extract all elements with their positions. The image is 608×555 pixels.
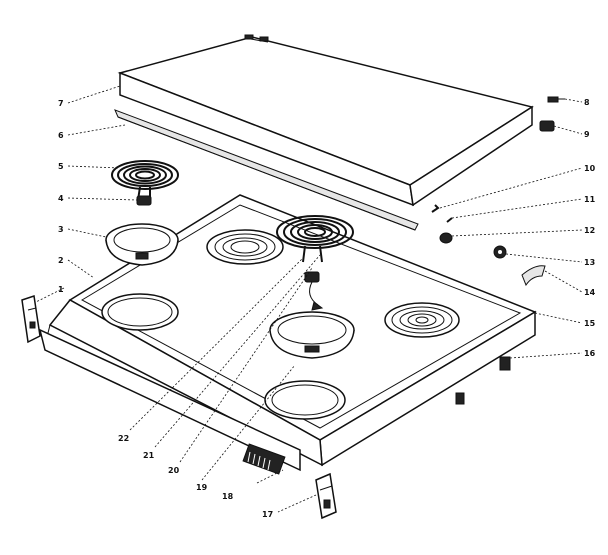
label-part-10: 10 (584, 164, 596, 173)
label-part-8: 8 (584, 98, 590, 107)
label-part-12: 12 (584, 226, 595, 235)
rear-trim-strip (114, 109, 419, 231)
burner-opening-front-right (264, 380, 346, 420)
screw-10 (431, 204, 440, 213)
nut-13 (493, 245, 507, 259)
label-part-17: 17 (262, 510, 273, 519)
label-part-14: 14 (584, 288, 596, 297)
bushing-12 (439, 232, 453, 244)
label-part-1: 1 (58, 285, 64, 294)
label-part-22: 22 (118, 434, 129, 443)
label-part-15: 15 (584, 319, 596, 328)
label-part-21: 21 (143, 451, 155, 460)
label-part-2: 2 (58, 256, 64, 265)
burner-opening-front-left (101, 293, 179, 331)
front-control-panel (38, 328, 301, 475)
label-part-9: 9 (584, 130, 590, 139)
top-cover (117, 34, 534, 207)
side-cap-left (21, 295, 41, 344)
bracket-14 (521, 265, 546, 287)
part-labels: 7 6 5 4 3 2 1 8 9 10 11 12 13 14 15 16 2… (58, 98, 596, 519)
label-part-6: 6 (58, 131, 64, 140)
drip-bowl-center (269, 311, 355, 359)
label-part-16: 16 (584, 349, 596, 358)
burner-opening-rear-left (206, 229, 284, 265)
label-part-4: 4 (58, 194, 64, 203)
leader-lines (35, 85, 583, 513)
label-part-5: 5 (58, 162, 64, 171)
screw-11 (446, 217, 453, 223)
label-part-20: 20 (168, 466, 180, 475)
burner-opening-rear-right (384, 302, 460, 338)
label-part-18: 18 (222, 492, 234, 501)
screw-8 (547, 96, 565, 103)
clip-9 (539, 120, 555, 132)
label-part-7: 7 (58, 99, 64, 108)
surface-element-coil-left (111, 160, 179, 201)
label-part-13: 13 (584, 258, 595, 267)
drip-bowl-left (105, 223, 179, 266)
small-clip-lower (455, 392, 465, 405)
terminal-block (136, 195, 152, 206)
label-part-11: 11 (584, 195, 596, 204)
surface-element-coil-center (276, 215, 354, 311)
clip-16 (499, 356, 511, 371)
label-part-19: 19 (196, 483, 208, 492)
side-cap-right (315, 472, 337, 520)
label-part-3: 3 (58, 225, 64, 234)
